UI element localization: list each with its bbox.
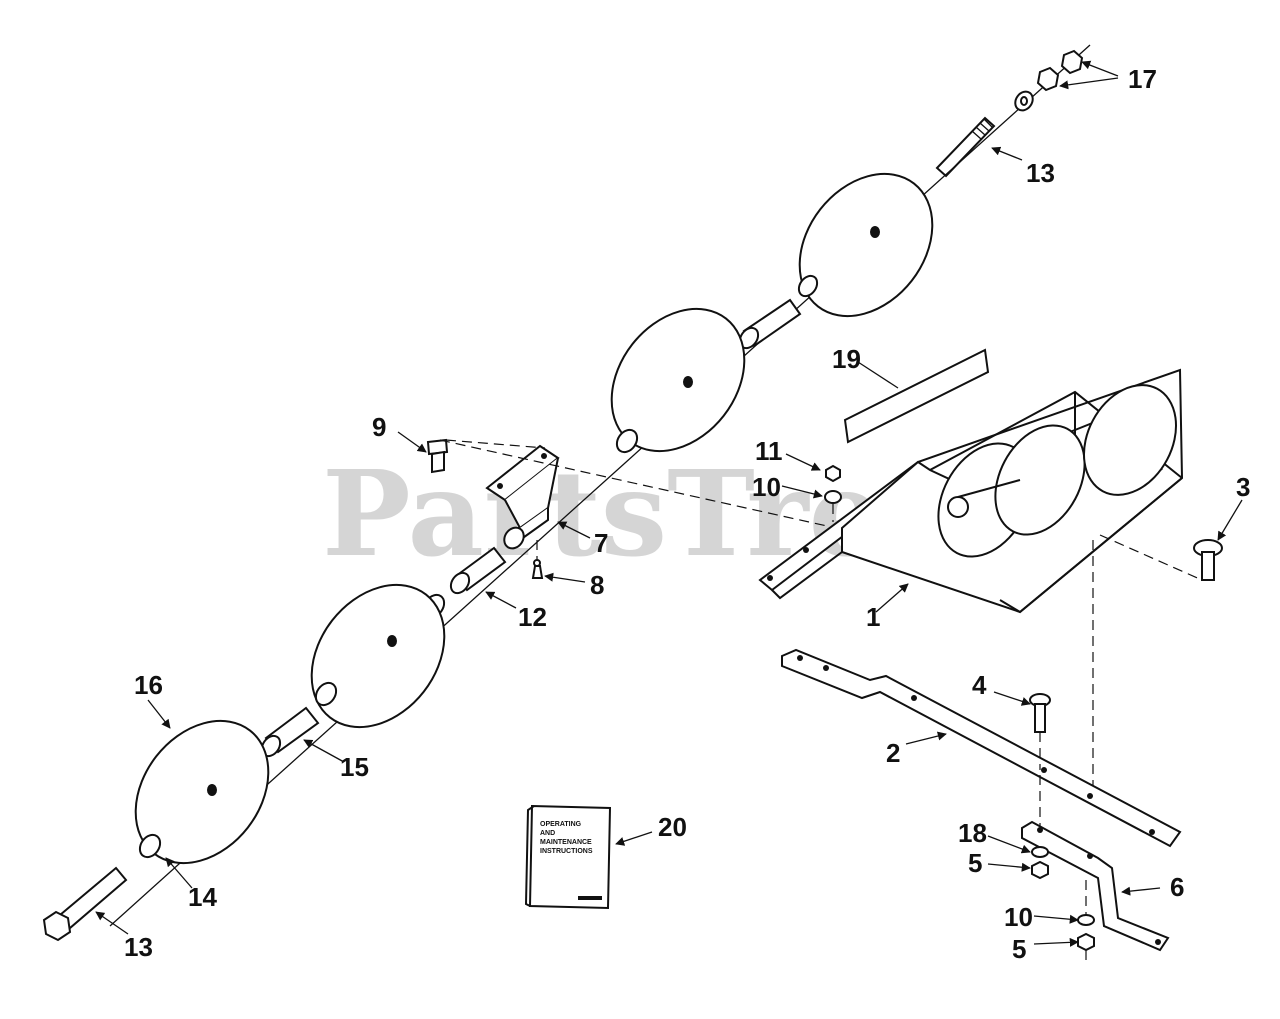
booklet-line2: AND <box>540 830 555 837</box>
bolt-9 <box>426 438 449 474</box>
callout-13-bottom: 13 <box>124 932 153 962</box>
frame <box>758 368 1184 614</box>
booklet-line1: OPERATING <box>540 821 582 828</box>
callout-5-upper: 5 <box>968 848 982 878</box>
booklet-line3: MAINTENANCE <box>540 839 592 846</box>
hardware-lower-right <box>1077 914 1095 952</box>
bolt-bottom <box>42 866 128 942</box>
bolt-4 <box>1029 693 1051 733</box>
callout-20: 20 <box>658 812 687 842</box>
callout-2: 2 <box>886 738 900 768</box>
strap-2 <box>781 648 1182 848</box>
callout-5-lower: 5 <box>1012 934 1026 964</box>
callout-7: 7 <box>594 528 608 558</box>
bolt-guide-long <box>439 439 846 531</box>
callout-6: 6 <box>1170 872 1184 902</box>
callout-19: 19 <box>832 344 861 374</box>
washer-middle <box>615 428 639 454</box>
rod-end-top <box>935 116 996 178</box>
callout-9: 9 <box>372 412 386 442</box>
callout-14: 14 <box>188 882 217 912</box>
hardware-lower-left <box>1031 846 1049 880</box>
strap-6 <box>1021 820 1170 952</box>
disc-middle <box>610 307 746 453</box>
washer-14 <box>138 833 162 859</box>
bolt-3-guide <box>1099 534 1203 581</box>
nuts-frame <box>824 464 842 504</box>
callout-13-top: 13 <box>1026 158 1055 188</box>
manual-booklet: OPERATING AND MAINTENANCE INSTRUCTIONS <box>524 804 612 910</box>
grease-fitting <box>531 559 544 579</box>
callout-12: 12 <box>518 602 547 632</box>
callout-16: 16 <box>134 670 163 700</box>
callout-1: 1 <box>866 602 880 632</box>
bolt-guide <box>445 439 546 449</box>
carriage-bolt-3 <box>1193 539 1223 581</box>
callout-4: 4 <box>972 670 987 700</box>
disc-lower <box>134 719 270 865</box>
booklet-line4: INSTRUCTIONS <box>540 848 593 855</box>
axle-centerline <box>109 44 1091 927</box>
leader-arrows <box>95 60 1243 947</box>
callout-15: 15 <box>340 752 369 782</box>
callout-3: 3 <box>1236 472 1250 502</box>
callout-11: 11 <box>755 436 783 466</box>
callout-8: 8 <box>590 570 604 600</box>
spacer-upper <box>719 274 819 364</box>
callout-18: 18 <box>958 818 987 848</box>
decal-19 <box>843 348 990 444</box>
disc-upper <box>798 172 934 318</box>
nuts-top <box>1014 49 1084 112</box>
disc-lower-middle <box>310 583 446 729</box>
bracket <box>485 444 560 550</box>
callout-10-upper: 10 <box>752 472 781 502</box>
callout-17: 17 <box>1128 64 1157 94</box>
callout-10-lower: 10 <box>1004 902 1033 932</box>
